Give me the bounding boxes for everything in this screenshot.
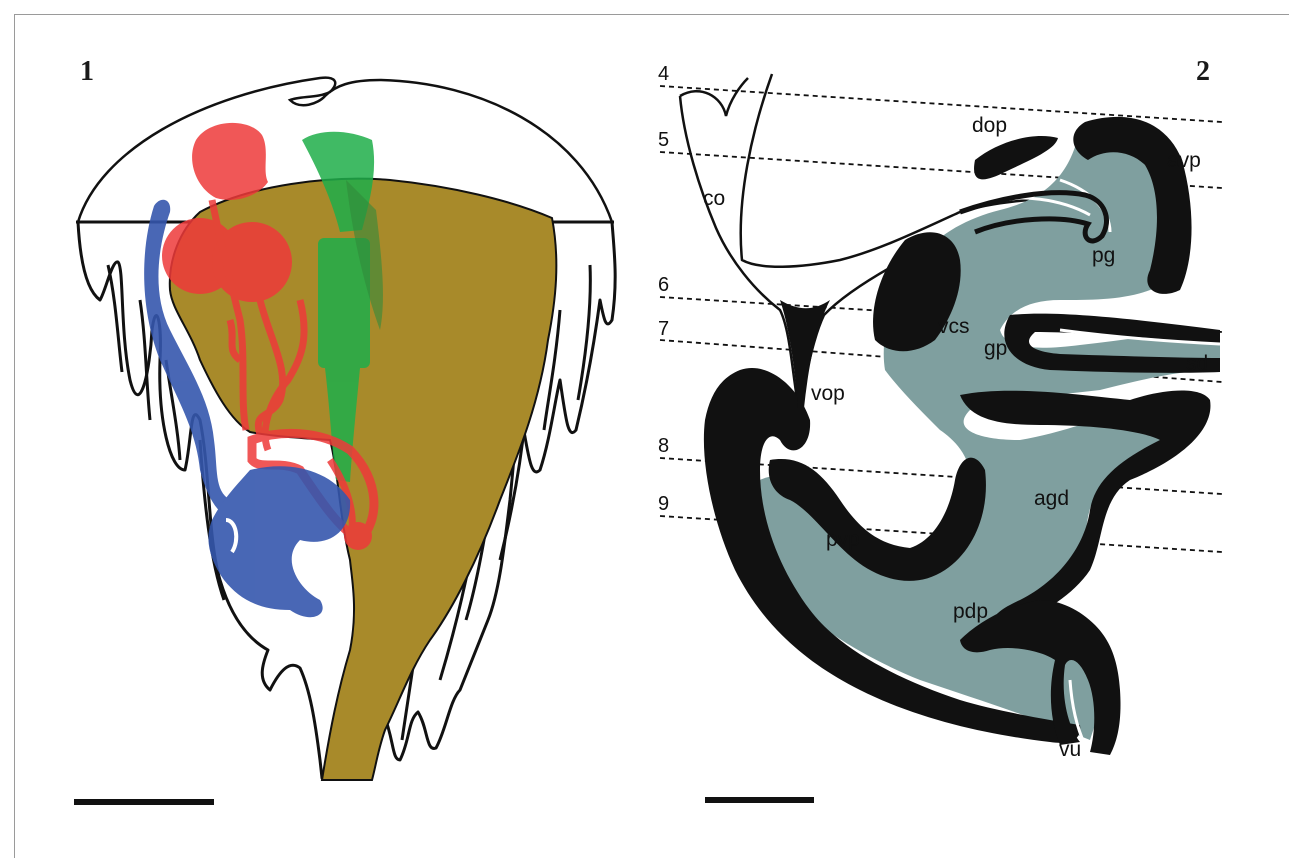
section-number: 7 [658, 318, 669, 340]
label-dop: dop [972, 114, 1007, 137]
label-vu: vu [1059, 738, 1081, 761]
section-number: 4 [658, 63, 669, 85]
label-co: co [703, 187, 725, 210]
panel-1: 1 [74, 56, 615, 802]
label-pdp: pdp [953, 600, 988, 623]
label-vop: vop [811, 382, 845, 405]
label-avp: avp [1167, 149, 1201, 172]
section-number: 9 [658, 493, 669, 515]
label-sd: sd [1186, 352, 1208, 375]
label-pvp: pvp [826, 528, 860, 551]
section-number: 5 [658, 129, 669, 151]
panel-number-2: 2 [1196, 56, 1210, 87]
label-pg: pg [1092, 244, 1115, 267]
section-number: 6 [658, 274, 669, 296]
label-gp: gp [984, 337, 1007, 360]
panel-number-1: 1 [80, 56, 94, 87]
fold-line [578, 265, 590, 400]
label-vcs: vcs [938, 315, 970, 338]
panel-2: 2 4 5 6 7 8 9 [658, 56, 1222, 800]
label-agd: agd [1034, 487, 1069, 510]
section-number: 8 [658, 435, 669, 457]
